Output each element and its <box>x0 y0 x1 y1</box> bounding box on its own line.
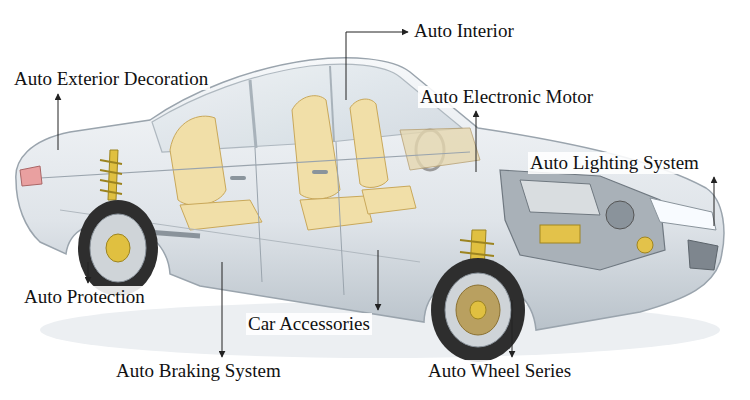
car-body <box>16 58 724 330</box>
door-lines <box>255 142 344 295</box>
tail-light <box>20 166 42 186</box>
part-label: Auto Exterior Decoration <box>12 68 210 90</box>
front-wheel <box>431 258 525 362</box>
grille <box>688 240 718 270</box>
engine <box>500 170 665 270</box>
part-label: Auto Protection <box>22 286 147 308</box>
part-label: Auto Braking System <box>114 360 283 382</box>
part-label: Auto Wheel Series <box>426 360 573 382</box>
b-pillar <box>250 80 256 148</box>
part-label: Auto Lighting System <box>528 152 701 174</box>
headlight <box>650 198 716 230</box>
door-handle <box>312 170 328 174</box>
dashboard <box>400 128 480 170</box>
part-label: Auto Electronic Motor <box>418 86 595 108</box>
door-handle <box>230 176 246 180</box>
rear-wheel <box>78 200 158 296</box>
part-label: Car Accessories <box>246 313 372 335</box>
part-label: Auto Interior <box>412 20 516 42</box>
